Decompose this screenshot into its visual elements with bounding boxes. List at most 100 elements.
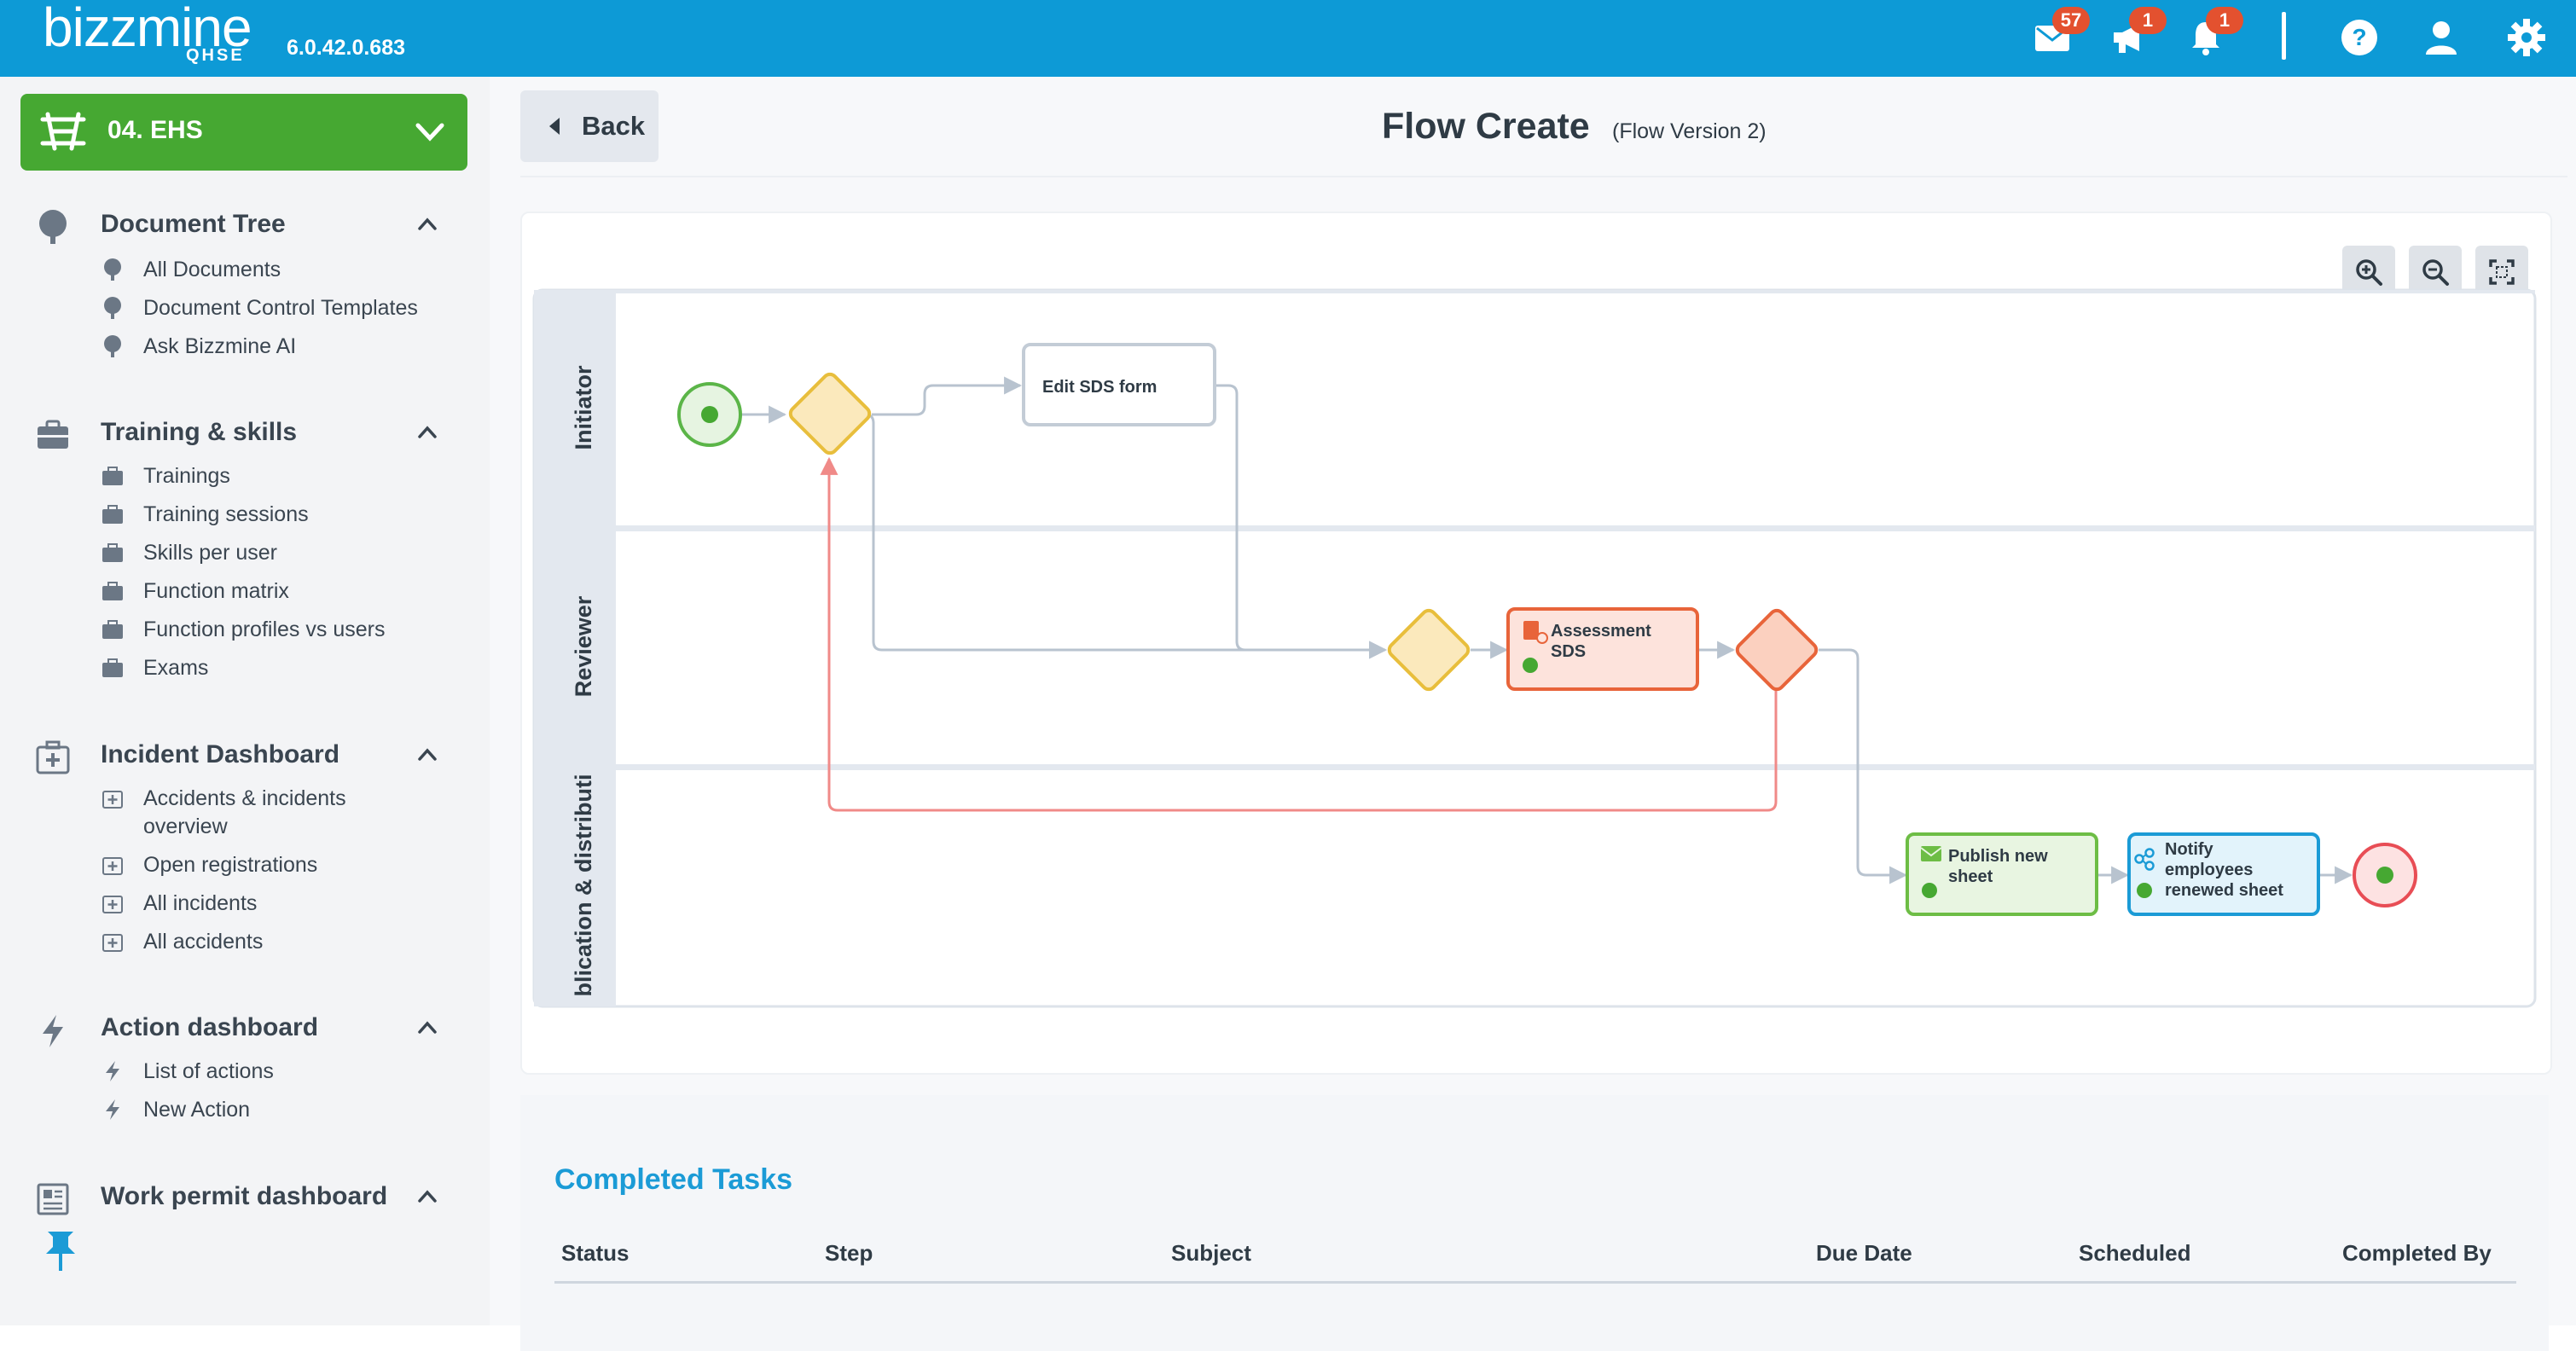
- app-version: 6.0.42.0.683: [287, 36, 406, 60]
- help-button[interactable]: ?: [2339, 17, 2383, 61]
- mail-button[interactable]: 57: [2032, 7, 2090, 61]
- settings-button[interactable]: [2506, 17, 2550, 61]
- step-label: Publish new sheet: [1948, 847, 2048, 886]
- top-divider: [2282, 12, 2286, 60]
- column-header-due-date[interactable]: Due Date: [1816, 1240, 1912, 1266]
- column-header-scheduled[interactable]: Scheduled: [2079, 1240, 2191, 1266]
- tree-icon: [39, 210, 67, 244]
- help-icon: ?: [2341, 20, 2377, 55]
- step-notify-employees[interactable]: Notify employees renewed sheet: [2127, 832, 2320, 916]
- lane-header-strip: [534, 290, 616, 1006]
- sidebar-item-label: All incidents: [143, 891, 258, 915]
- connector: [1215, 384, 1388, 659]
- mail-icon: [1921, 846, 1941, 861]
- notifications-badge: 1: [2206, 7, 2243, 34]
- section-title[interactable]: Work permit dashboard: [101, 1182, 388, 1210]
- sidebar-item-label: Ask Bizzmine AI: [143, 334, 297, 358]
- sidebar-item-label: List of actions: [143, 1059, 274, 1083]
- sidebar: 04. EHS Document Tree All Documents Docu…: [0, 77, 490, 1325]
- workspace-label: 04. EHS: [107, 116, 203, 144]
- step-label: Notify employees renewed sheet: [2165, 840, 2283, 900]
- main-content: Back Flow Create (Flow Version 2) Initia…: [490, 77, 2576, 1351]
- medical-kit-icon: [36, 740, 70, 774]
- chevron-up-icon[interactable]: [416, 421, 438, 444]
- flow-diagram: Initiator Reviewer blication & distribut…: [532, 288, 2537, 1008]
- gear-icon: [2508, 19, 2545, 56]
- status-dot: [2137, 883, 2152, 898]
- workspace-selector[interactable]: 04. EHS: [20, 94, 467, 171]
- lightning-icon: [43, 1015, 63, 1047]
- column-header-step[interactable]: Step: [825, 1240, 873, 1266]
- column-header-subject[interactable]: Subject: [1171, 1240, 1251, 1266]
- section-title[interactable]: Action dashboard: [101, 1013, 319, 1041]
- sidebar-item-label: New Action: [143, 1098, 251, 1122]
- mail-badge: 57: [2052, 7, 2090, 34]
- lightning-icon: [106, 1099, 119, 1120]
- lane-divider: [616, 525, 2535, 531]
- step-assessment-sds[interactable]: Assessment SDS: [1506, 607, 1699, 691]
- step-edit-sds-form[interactable]: Edit SDS form: [1022, 343, 1216, 426]
- gateway-diamond[interactable]: [1735, 608, 1819, 693]
- completed-tasks-title: Completed Tasks: [554, 1163, 793, 1196]
- sidebar-item-label: Function profiles vs users: [143, 618, 386, 641]
- chevron-up-icon[interactable]: [416, 1017, 438, 1039]
- step-publish-new-sheet[interactable]: Publish new sheet: [1906, 832, 2098, 916]
- logo-text: bizzmine: [43, 0, 252, 58]
- notifications-button[interactable]: 1: [2185, 7, 2243, 61]
- chevron-up-icon[interactable]: [416, 1186, 438, 1208]
- chevron-up-icon[interactable]: [416, 213, 438, 235]
- section-title[interactable]: Incident Dashboard: [101, 740, 340, 768]
- section-title[interactable]: Document Tree: [101, 210, 286, 238]
- back-button[interactable]: Back: [520, 90, 659, 162]
- zoom-out-icon: [2422, 259, 2449, 286]
- briefcase-icon: [102, 467, 123, 485]
- tree-icon: [104, 258, 121, 281]
- announcements-button[interactable]: 1: [2109, 7, 2167, 61]
- chevron-up-icon[interactable]: [416, 744, 438, 766]
- header-divider: [520, 176, 2567, 177]
- sidebar-item-label: Trainings: [143, 464, 230, 488]
- page-title: Flow Create: [1382, 106, 1590, 147]
- status-dot: [1523, 658, 1538, 673]
- sidebar-item-label: Accidents & incidents overview: [143, 786, 346, 838]
- fit-screen-icon: [2489, 259, 2515, 285]
- chevron-down-icon: [415, 123, 444, 142]
- pin-icon[interactable]: [39, 1226, 82, 1274]
- tree-icon: [104, 297, 121, 319]
- lane-label-initiator: Initiator: [571, 365, 596, 449]
- sidebar-item-label: All accidents: [143, 930, 264, 954]
- document-check-icon: [1523, 621, 1539, 640]
- return-connector: [820, 456, 1778, 812]
- connector: [872, 376, 1023, 416]
- lane-label-reviewer: Reviewer: [571, 595, 596, 697]
- sidebar-item-label: Exams: [143, 656, 209, 680]
- briefcase-icon: [102, 658, 123, 677]
- medical-kit-icon: [102, 896, 123, 913]
- gateway-diamond[interactable]: [1387, 608, 1471, 693]
- caret-left-icon: [549, 118, 560, 135]
- gateway-diamond[interactable]: [788, 372, 873, 456]
- medical-kit-icon: [102, 791, 123, 809]
- lightning-icon: [106, 1061, 119, 1081]
- section-title[interactable]: Training & skills: [101, 418, 298, 446]
- user-icon: [2426, 21, 2457, 55]
- column-header-status[interactable]: Status: [561, 1240, 629, 1266]
- column-header-completed-by[interactable]: Completed By: [2342, 1240, 2492, 1266]
- medical-kit-icon: [102, 934, 123, 952]
- user-button[interactable]: [2421, 17, 2465, 61]
- logo-subtext: QHSE: [186, 46, 245, 65]
- top-bar: bizzmine QHSE 6.0.42.0.683 57 1 1 ?: [0, 0, 2576, 77]
- workspace-icon: [40, 112, 86, 151]
- medical-kit-icon: [102, 857, 123, 875]
- tree-icon: [104, 335, 121, 357]
- svg-text:?: ?: [2352, 24, 2366, 50]
- step-label: Edit SDS form: [1042, 378, 1157, 397]
- connector: [1819, 648, 1908, 884]
- sidebar-item-label: Open registrations: [143, 853, 318, 877]
- briefcase-icon: [102, 582, 123, 600]
- page-subtitle: (Flow Version 2): [1612, 119, 1767, 143]
- sidebar-item-label: All Documents: [143, 258, 281, 281]
- lane-label-publication: blication & distributi: [571, 774, 596, 997]
- sidebar-item-label: Training sessions: [143, 502, 309, 526]
- briefcase-icon: [102, 505, 123, 524]
